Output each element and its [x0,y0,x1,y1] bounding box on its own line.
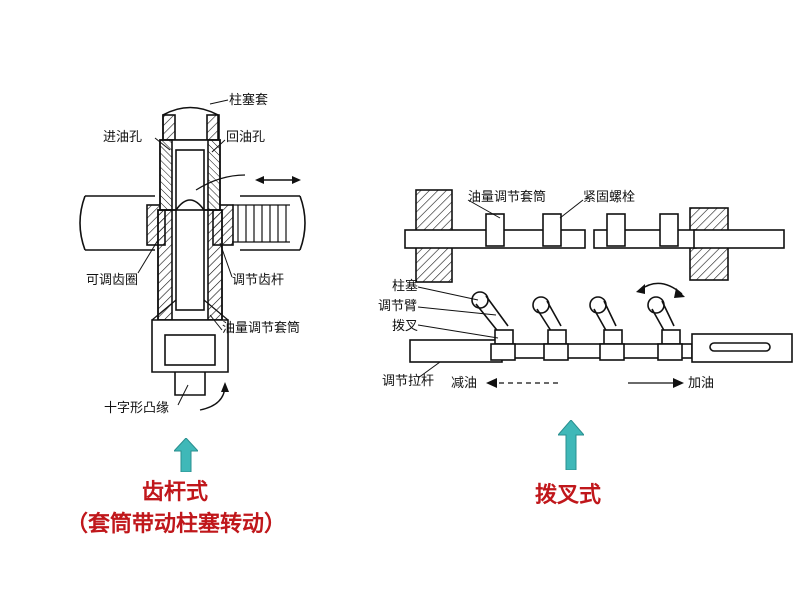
rack-type-mechanism [79,106,306,411]
label-reduce-fuel: 减油 [451,376,478,391]
label-metering-sleeve-left: 油量调节套筒 [222,321,301,336]
caption-fork-type: 拨叉式 [535,483,602,508]
label-adjust-arm: 调节臂 [378,299,418,314]
caption-rack-type-note: （套筒带动柱塞转动） [66,512,287,537]
label-return-hole: 回油孔 [226,130,266,145]
fork-type-mechanism [404,189,793,388]
label-plunger-sleeve: 柱塞套 [229,93,269,108]
label-adjust-rack: 调节齿杆 [232,273,285,288]
right-leader-lines [417,199,584,379]
label-plunger: 柱塞 [392,279,419,294]
label-metering-sleeve-right: 油量调节套筒 [468,190,547,205]
label-clamp-bolt: 紧固螺栓 [583,190,636,205]
label-inlet-hole: 进油孔 [103,130,143,145]
label-cross-flange: 十字形凸缘 [104,401,170,416]
caption-rack-type: 齿杆式 [142,480,209,505]
up-arrow-icon [558,420,584,470]
label-adjust-rod: 调节拉杆 [382,374,435,389]
label-add-fuel: 加油 [688,376,715,391]
left-leader-lines [137,99,233,406]
up-arrow-icon [174,438,198,472]
label-fork: 拨叉 [392,319,419,334]
label-adjust-ring-gear: 可调齿圈 [86,273,139,288]
